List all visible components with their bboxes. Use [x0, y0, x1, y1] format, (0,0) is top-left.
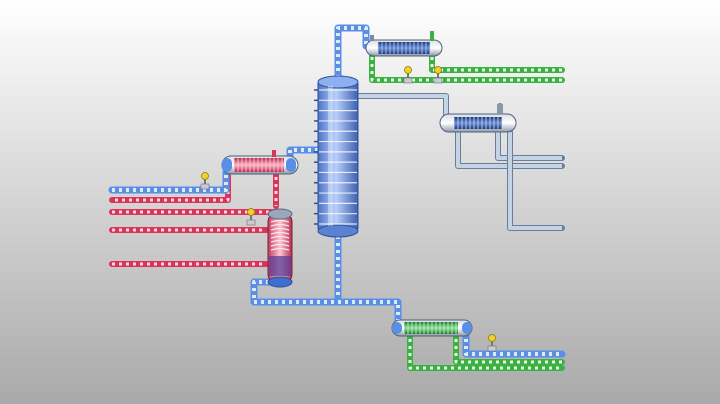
- tube-line: [270, 219, 290, 223]
- cooling-water-piping: [369, 47, 565, 371]
- pipe-stripe: [508, 132, 562, 230]
- cooler-top-nozzle: [497, 104, 503, 114]
- pipe-stripe: [408, 332, 562, 370]
- cooler-tube-pattern: [453, 117, 503, 129]
- pipe-stripe: [464, 332, 562, 356]
- bottoms-cooler[interactable]: [391, 319, 473, 337]
- condenser-nozzle-right: [430, 31, 434, 41]
- feed-preheater[interactable]: [221, 150, 299, 175]
- valve-stem: [437, 72, 439, 79]
- valve-stem: [204, 178, 206, 185]
- pipe-stripe: [454, 332, 562, 364]
- valve-stem: [250, 214, 252, 221]
- distillation-column[interactable]: [314, 75, 359, 238]
- bottoms-cw-valve[interactable]: [487, 334, 497, 352]
- valve-body: [433, 77, 443, 84]
- reboiler-steam-valve[interactable]: [246, 208, 256, 226]
- valve-body: [403, 77, 413, 84]
- preheater-tube-pattern: [233, 158, 283, 172]
- reboiler-tube-pattern: [270, 219, 290, 251]
- valve-stem: [407, 72, 409, 79]
- preheater-end-right: [286, 158, 296, 172]
- utility-piping: [349, 93, 565, 231]
- pipe-stripe: [112, 172, 228, 192]
- cold-piping: [108, 24, 566, 358]
- valve-body: [200, 183, 210, 190]
- condenser-cw-valve-1[interactable]: [403, 66, 413, 84]
- control-valve-icon: [404, 66, 412, 74]
- pipe-stripe: [288, 148, 318, 160]
- condenser-tube-bundle: [378, 42, 430, 54]
- pipe-segment: [334, 298, 402, 330]
- pipe-stripe: [430, 50, 562, 72]
- tube-line: [270, 235, 290, 239]
- tube-line: [270, 227, 290, 231]
- overhead-condenser[interactable]: [365, 31, 443, 57]
- pipe-stripe: [370, 50, 562, 82]
- tube-line: [270, 223, 290, 227]
- bottoms-cooler-end-right: [462, 322, 472, 334]
- tube-line: [270, 239, 290, 243]
- valve-stem: [491, 340, 493, 347]
- bottoms-cooler-end-left: [392, 322, 402, 334]
- control-valve-icon: [434, 66, 442, 74]
- column-highlight: [328, 86, 333, 226]
- column-top-head: [317, 75, 359, 89]
- tube-line: [270, 247, 290, 251]
- column-shell: [317, 79, 359, 233]
- feed-valve[interactable]: [200, 172, 210, 190]
- preheater-end-left: [222, 158, 232, 172]
- valve-body: [246, 219, 256, 226]
- reboiler-bottom-cap: [267, 276, 293, 288]
- tube-line: [270, 231, 290, 235]
- column-bottom-head: [317, 224, 359, 238]
- product-cooler[interactable]: [439, 104, 517, 133]
- reboiler-top-cap: [267, 208, 293, 220]
- condenser-nozzle-left: [370, 35, 374, 41]
- pipe-stripe: [352, 94, 448, 118]
- pipe-stripe: [496, 132, 562, 160]
- condenser-tube-pattern: [377, 42, 431, 54]
- tube-line: [270, 243, 290, 247]
- pipe-stripe: [456, 132, 562, 168]
- preheater-nozzle: [272, 150, 276, 157]
- control-valve-icon: [488, 334, 496, 342]
- valve-body: [487, 345, 497, 352]
- column-trays: [314, 89, 357, 225]
- reboiler[interactable]: [267, 208, 293, 288]
- control-valve-icon: [247, 208, 255, 216]
- reboiler-lower-section: [269, 256, 291, 276]
- pipe-stripe: [336, 26, 368, 78]
- control-valve-icon: [201, 172, 209, 180]
- bottoms-cooler-tube-pattern: [403, 322, 457, 334]
- pipe-stripe: [252, 236, 340, 304]
- condenser-cw-valve-2[interactable]: [433, 66, 443, 84]
